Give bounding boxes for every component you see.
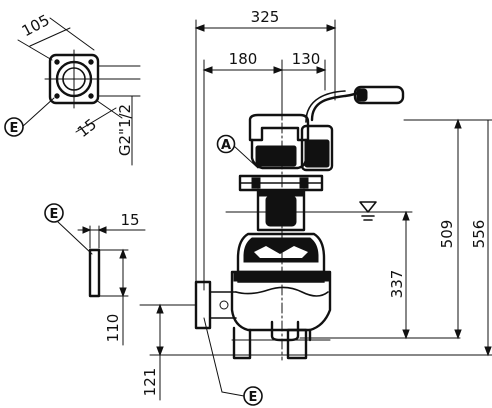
flange-callout-bottom: E xyxy=(203,317,263,406)
right-width-dimension: 130 xyxy=(281,50,327,91)
overall-width-dimension: 325 xyxy=(194,8,337,301)
dimension-337: 337 xyxy=(388,270,406,299)
flange-label-side: E xyxy=(50,207,59,222)
dimension-110: 110 xyxy=(104,314,122,343)
dimension-130: 130 xyxy=(292,50,321,68)
dimension-180: 180 xyxy=(229,50,258,68)
flange-side-detail: E 15 110 xyxy=(44,203,146,346)
thread-spec: G2"1/2 xyxy=(116,104,134,156)
dimension-325: 325 xyxy=(251,8,280,26)
pump-body xyxy=(194,85,405,361)
part-a-label: A xyxy=(221,138,231,153)
dimension-121-group: 121 xyxy=(139,303,301,401)
flange-label-bottom: E xyxy=(249,390,258,405)
dimension-556: 556 xyxy=(470,220,488,249)
dimension-15-detail: 15 xyxy=(120,211,139,229)
dimension-105: 105 xyxy=(19,11,53,40)
flange-label-top: E xyxy=(10,121,19,136)
water-level-marker xyxy=(225,201,413,221)
dimension-509: 509 xyxy=(438,220,456,249)
left-width-dimension: 180 xyxy=(202,50,284,291)
dimension-121: 121 xyxy=(141,368,159,397)
dimension-337-group: 337 xyxy=(299,210,461,340)
dimension-509-group: 509 xyxy=(403,118,471,340)
dimension-556-group: 556 xyxy=(299,119,492,357)
part-a-callout: A xyxy=(216,134,259,169)
flange-top-view: 105 15 G2"1/2 E xyxy=(4,11,141,166)
dimension-15-diagonal: 15 xyxy=(74,115,100,141)
